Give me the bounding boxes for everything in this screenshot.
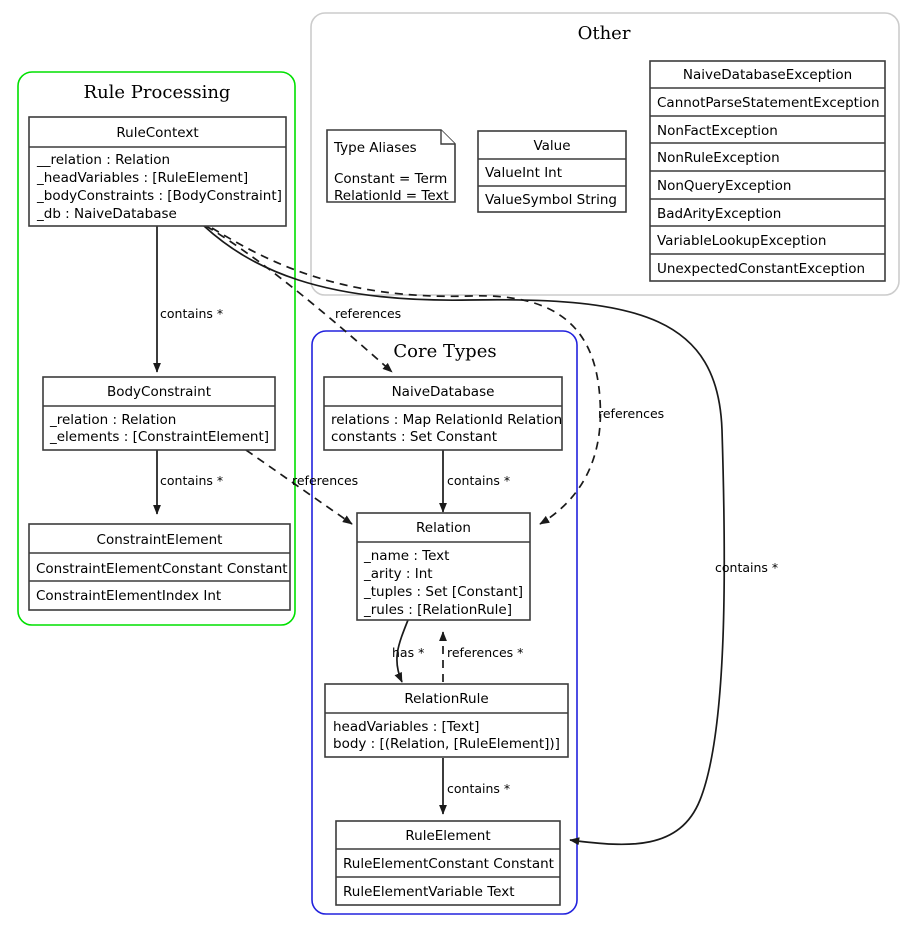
note-type-aliases[interactable]: Type Aliases Constant = Term RelationId …	[326, 129, 456, 204]
group-other-label: Other	[578, 23, 631, 44]
class-box-constraint-element[interactable]: ConstraintElement ConstraintElementConst…	[28, 523, 291, 611]
group-rule-processing: Rule Processing	[17, 71, 296, 626]
edge-label-contains: contains *	[160, 473, 223, 488]
class-attribute: body : [(Relation, [RuleElement])]	[333, 736, 560, 752]
class-row: VariableLookupException	[657, 233, 826, 249]
class-row: RuleElementConstant Constant	[343, 856, 554, 872]
class-title: Relation	[416, 520, 471, 536]
edge-rulecontext-bodyconstraint: contains *	[153, 226, 223, 373]
edge-rulecontext-naivedatabase: references	[205, 225, 401, 373]
group-core-types: Core Types	[311, 330, 578, 915]
class-title: BodyConstraint	[107, 384, 211, 400]
class-row: NonFactException	[657, 123, 778, 139]
class-title: NaiveDatabaseException	[683, 67, 852, 83]
class-box-exception-list[interactable]: NaiveDatabaseException CannotParseStatem…	[649, 60, 886, 282]
class-attribute: _rules : [RelationRule]	[363, 602, 512, 618]
edge-label-contains: contains *	[447, 781, 510, 796]
edge-label-references: references	[292, 473, 358, 488]
class-attribute: _elements : [ConstraintElement]	[49, 429, 269, 445]
class-title: RuleElement	[405, 828, 490, 844]
class-box-relation[interactable]: Relation _name : Text _arity : Int _tupl…	[356, 512, 531, 621]
class-box-value[interactable]: Value ValueInt Int ValueSymbol String	[477, 130, 627, 213]
edge-relationrule-relation: references *	[439, 631, 523, 682]
note-line: RelationId = Text	[334, 188, 449, 204]
class-row: UnexpectedConstantException	[657, 261, 865, 277]
class-title: RuleContext	[116, 125, 198, 141]
class-attribute: _headVariables : [RuleElement]	[36, 170, 248, 186]
edge-bodyconstraint-relation: references	[245, 449, 358, 525]
edge-relationrule-ruleelement: contains *	[439, 758, 510, 815]
class-row: CannotParseStatementException	[657, 95, 880, 111]
class-box-rule-element[interactable]: RuleElement RuleElementConstant Constant…	[335, 820, 561, 906]
class-attribute: relations : Map RelationId Relation	[331, 412, 562, 428]
edge-naivedatabase-relation: contains *	[439, 450, 510, 513]
edge-label-has: has *	[392, 645, 424, 660]
class-row: ValueSymbol String	[485, 192, 617, 208]
class-row: BadArityException	[657, 206, 781, 222]
group-core-types-label: Core Types	[393, 341, 496, 362]
class-box-rule-context[interactable]: RuleContext __relation : Relation _headV…	[28, 116, 287, 227]
class-title: ConstraintElement	[97, 532, 223, 548]
class-box-relation-rule[interactable]: RelationRule headVariables : [Text] body…	[324, 683, 569, 758]
edge-relation-relationrule: has *	[392, 619, 424, 683]
class-attribute: __relation : Relation	[36, 152, 170, 168]
class-box-naive-database[interactable]: NaiveDatabase relations : Map RelationId…	[323, 376, 563, 451]
class-title: Value	[533, 138, 570, 154]
note-title: Type Aliases	[333, 140, 417, 156]
class-row: NonRuleException	[657, 150, 780, 166]
edge-label-contains: contains *	[715, 560, 778, 575]
class-title: NaiveDatabase	[392, 384, 495, 400]
edge-label-contains: contains *	[160, 306, 223, 321]
class-attribute: headVariables : [Text]	[333, 719, 479, 735]
class-box-body-constraint[interactable]: BodyConstraint _relation : Relation _ele…	[42, 376, 276, 451]
edge-label-references: references *	[447, 645, 523, 660]
class-row: ConstraintElementConstant Constant	[36, 561, 288, 577]
class-title: RelationRule	[404, 691, 488, 707]
class-attribute: _name : Text	[363, 548, 449, 564]
class-row: NonQueryException	[657, 178, 791, 194]
group-other: Other	[310, 12, 900, 296]
class-attribute: _relation : Relation	[49, 412, 176, 428]
class-row: ValueInt Int	[485, 165, 562, 181]
class-attribute: _db : NaiveDatabase	[36, 206, 177, 222]
edge-label-references: references	[335, 306, 401, 321]
class-attribute: _bodyConstraints : [BodyConstraint]	[36, 188, 282, 204]
edge-label-references: references	[598, 406, 664, 421]
class-attribute: _arity : Int	[363, 566, 433, 582]
edge-rulecontext-relation: references	[211, 227, 664, 525]
class-attribute: constants : Set Constant	[331, 429, 497, 445]
edge-bodyconstraint-constraintelement: contains *	[153, 450, 223, 515]
note-line: Constant = Term	[334, 171, 447, 187]
edge-label-contains: contains *	[447, 473, 510, 488]
class-attribute: _tuples : Set [Constant]	[363, 584, 523, 600]
class-row: RuleElementVariable Text	[343, 884, 515, 900]
group-rule-processing-label: Rule Processing	[84, 82, 231, 103]
class-row: ConstraintElementIndex Int	[36, 588, 221, 604]
edge-rulecontext-ruleelement: contains *	[203, 225, 778, 846]
